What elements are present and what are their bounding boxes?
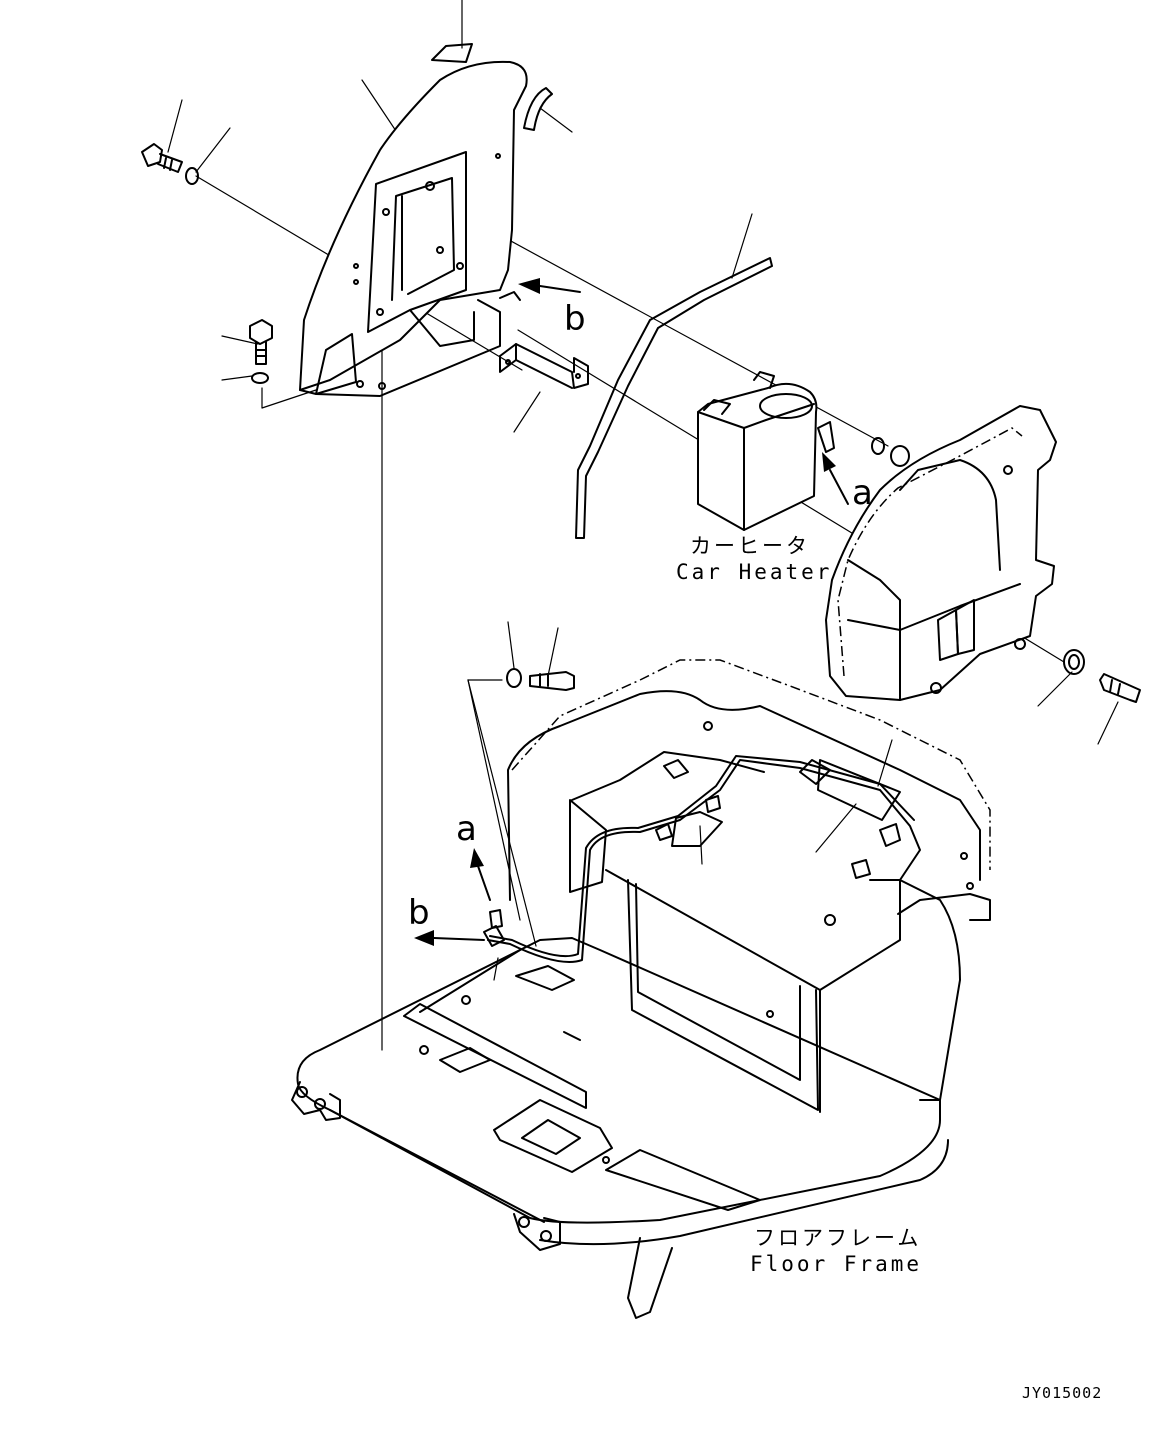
bracket (499, 343, 589, 389)
callout-b-upper: b (564, 299, 586, 339)
bolt-upper-left (141, 143, 183, 173)
callout-b-lower: b (408, 893, 430, 933)
car-heater-label-en: Car Heater (676, 560, 833, 584)
car-heater (697, 371, 910, 531)
upper-cover-panel (299, 43, 528, 397)
weather-strip (575, 257, 773, 539)
bolt-right (1099, 673, 1141, 703)
washer-right (1063, 649, 1085, 675)
bolt-left (249, 319, 273, 365)
side-cover (825, 405, 1057, 701)
wiring-harness (483, 755, 921, 963)
washer-upper-left (185, 167, 199, 185)
floor-frame-label-en: Floor Frame (750, 1252, 923, 1276)
floor-frame (291, 659, 991, 1319)
washer-mid (506, 668, 522, 688)
bolt-mid (529, 671, 575, 691)
callout-a-upper: a (852, 473, 873, 513)
car-heater-label-jp: カーヒータ (690, 534, 810, 558)
floor-frame-label-jp: フロアフレーム (754, 1226, 922, 1250)
callout-arrows (414, 278, 849, 946)
seal-piece (523, 87, 553, 131)
callout-a-lower: a (456, 809, 477, 849)
figure-code: JY015002 (1022, 1384, 1103, 1402)
washer-left (251, 372, 269, 384)
